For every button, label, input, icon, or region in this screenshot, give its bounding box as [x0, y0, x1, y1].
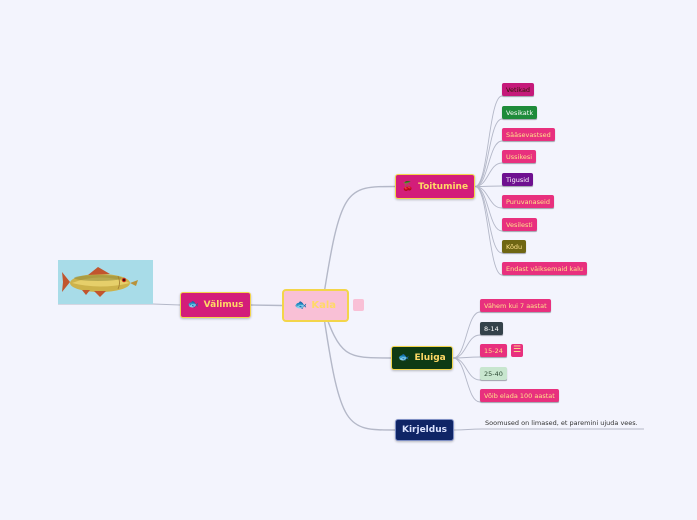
lifespan-item-under-7[interactable]: Vähem kui 7 aastat [480, 299, 551, 312]
food-item-vetikad[interactable]: Vetikad [502, 83, 535, 96]
food-item-tigusid[interactable]: Tigusid [502, 173, 534, 186]
food-item-vesikatk[interactable]: Vesikatk [502, 106, 538, 119]
food-item-vaiksemad-kalad[interactable]: Endast väiksemaid kalu [502, 262, 587, 275]
topic-kirjeldus[interactable]: Kirjeldus [395, 419, 454, 441]
topic-valimus-label: Välimus [203, 300, 244, 310]
lifespan-item-25-40[interactable]: 25-40 [480, 367, 507, 380]
kirjeldus-note: Soomused on limased, et paremini ujuda v… [485, 419, 638, 427]
central-topic[interactable]: 🐟 Kala [282, 289, 349, 322]
topic-valimus[interactable]: 🐟 Välimus [180, 292, 251, 318]
food-item-vesilesti[interactable]: Vesilesti [502, 218, 537, 231]
fish-icon: 🐟 [398, 353, 410, 363]
lifespan-item-15-24[interactable]: 15-24 [480, 344, 507, 357]
food-item-saasevastsed[interactable]: Sääsevastsed [502, 128, 555, 141]
topic-eluiga-label: Eluiga [414, 353, 446, 363]
lifespan-item-100-years[interactable]: Võib elada 100 aastat [480, 389, 559, 402]
food-item-kodu[interactable]: Kõdu [502, 240, 527, 253]
collapse-toggle[interactable] [353, 299, 364, 311]
cherry-icon: 🍒 [401, 181, 414, 192]
topic-kirjeldus-label: Kirjeldus [402, 425, 447, 435]
topic-eluiga[interactable]: 🐟 Eluiga [391, 346, 453, 370]
food-item-ussikesi[interactable]: Ussikesi [502, 150, 537, 163]
food-item-puruvanaseid[interactable]: Puruvanaseid [502, 195, 554, 208]
lifespan-item-8-14[interactable]: 8-14 [480, 322, 503, 335]
fish-icon: 🐟 [187, 300, 199, 310]
fish-icon: 🐟 [294, 300, 308, 311]
topic-toitumine-label: Toitumine [418, 181, 469, 192]
fish-illustration [58, 260, 153, 304]
central-topic-label: Kala [311, 300, 337, 311]
notes-icon[interactable]: ☰ [511, 344, 523, 357]
topic-toitumine[interactable]: 🍒 Toitumine [395, 174, 475, 199]
